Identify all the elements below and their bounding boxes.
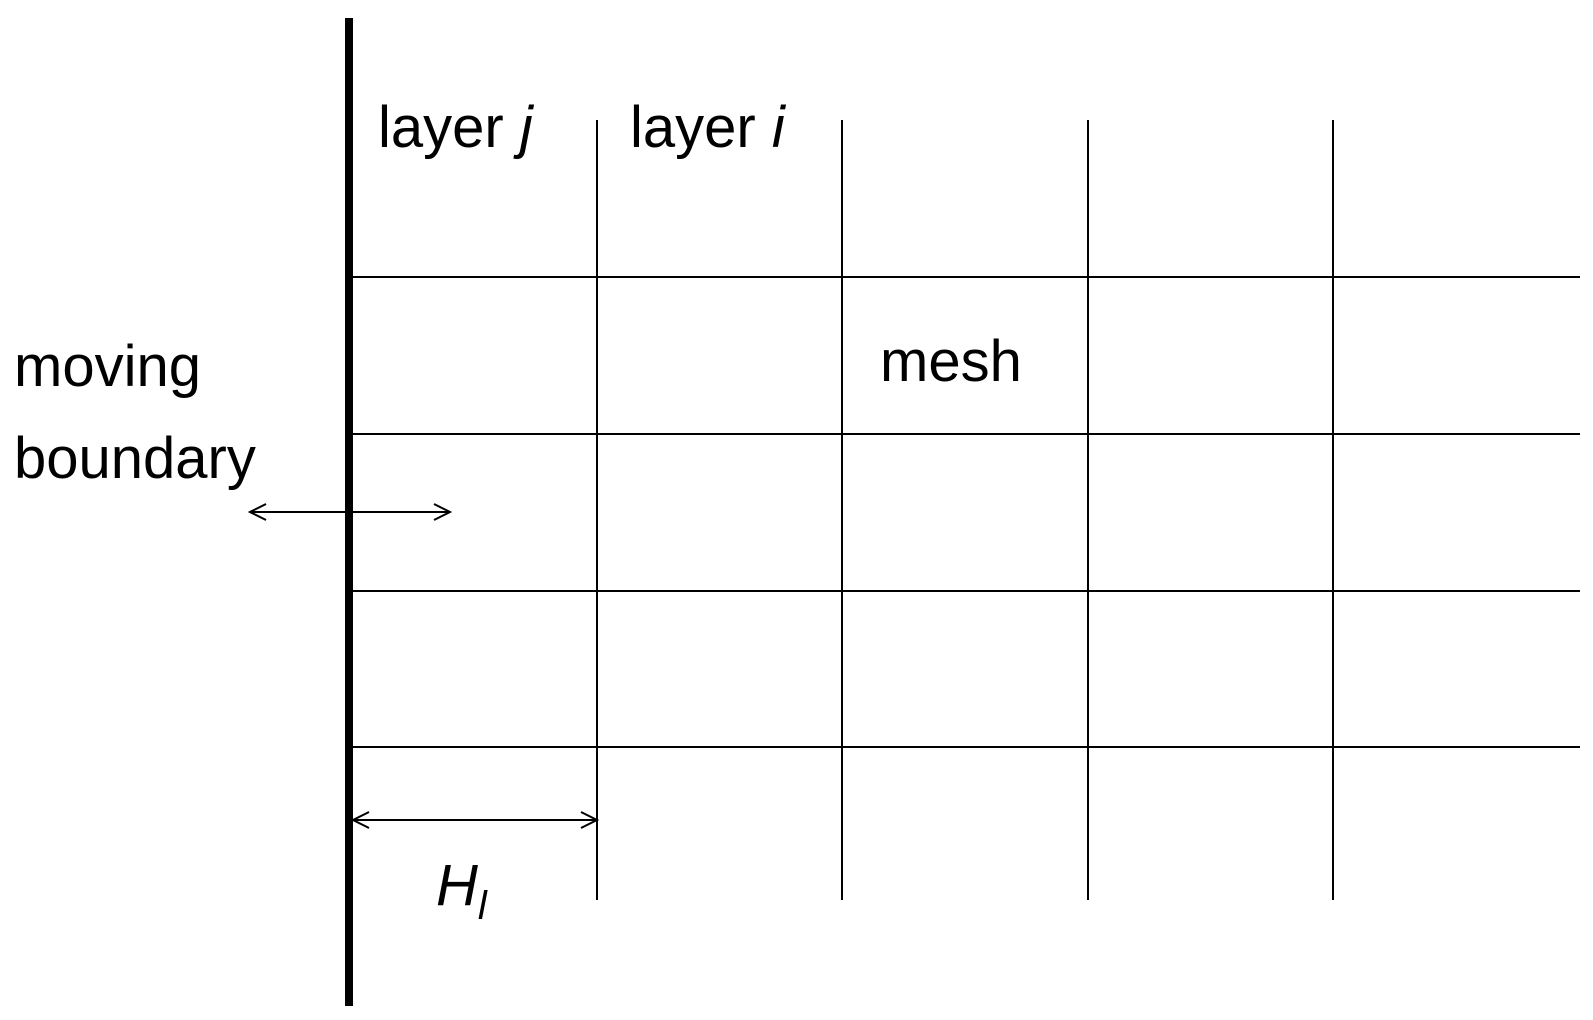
moving-boundary-label-line1: moving [14,334,201,399]
layer-j-label: layer j [378,95,535,160]
vertical-mesh-lines [596,120,1334,900]
horizontal-mesh-lines [353,276,1580,748]
moving-boundary-label-line2: boundary [14,426,256,491]
layer-height-label: Hl [436,853,488,928]
mesh-label: mesh [880,329,1022,394]
layer-i-variable: i [772,95,787,160]
layer-i-word: layer [630,95,756,160]
layer-i-label: layer i [630,95,787,160]
layer-j-word: layer [378,95,504,160]
layer-height-symbol: H [436,853,478,918]
layer-height-subscript: l [478,884,488,928]
layer-j-variable: j [513,95,535,160]
